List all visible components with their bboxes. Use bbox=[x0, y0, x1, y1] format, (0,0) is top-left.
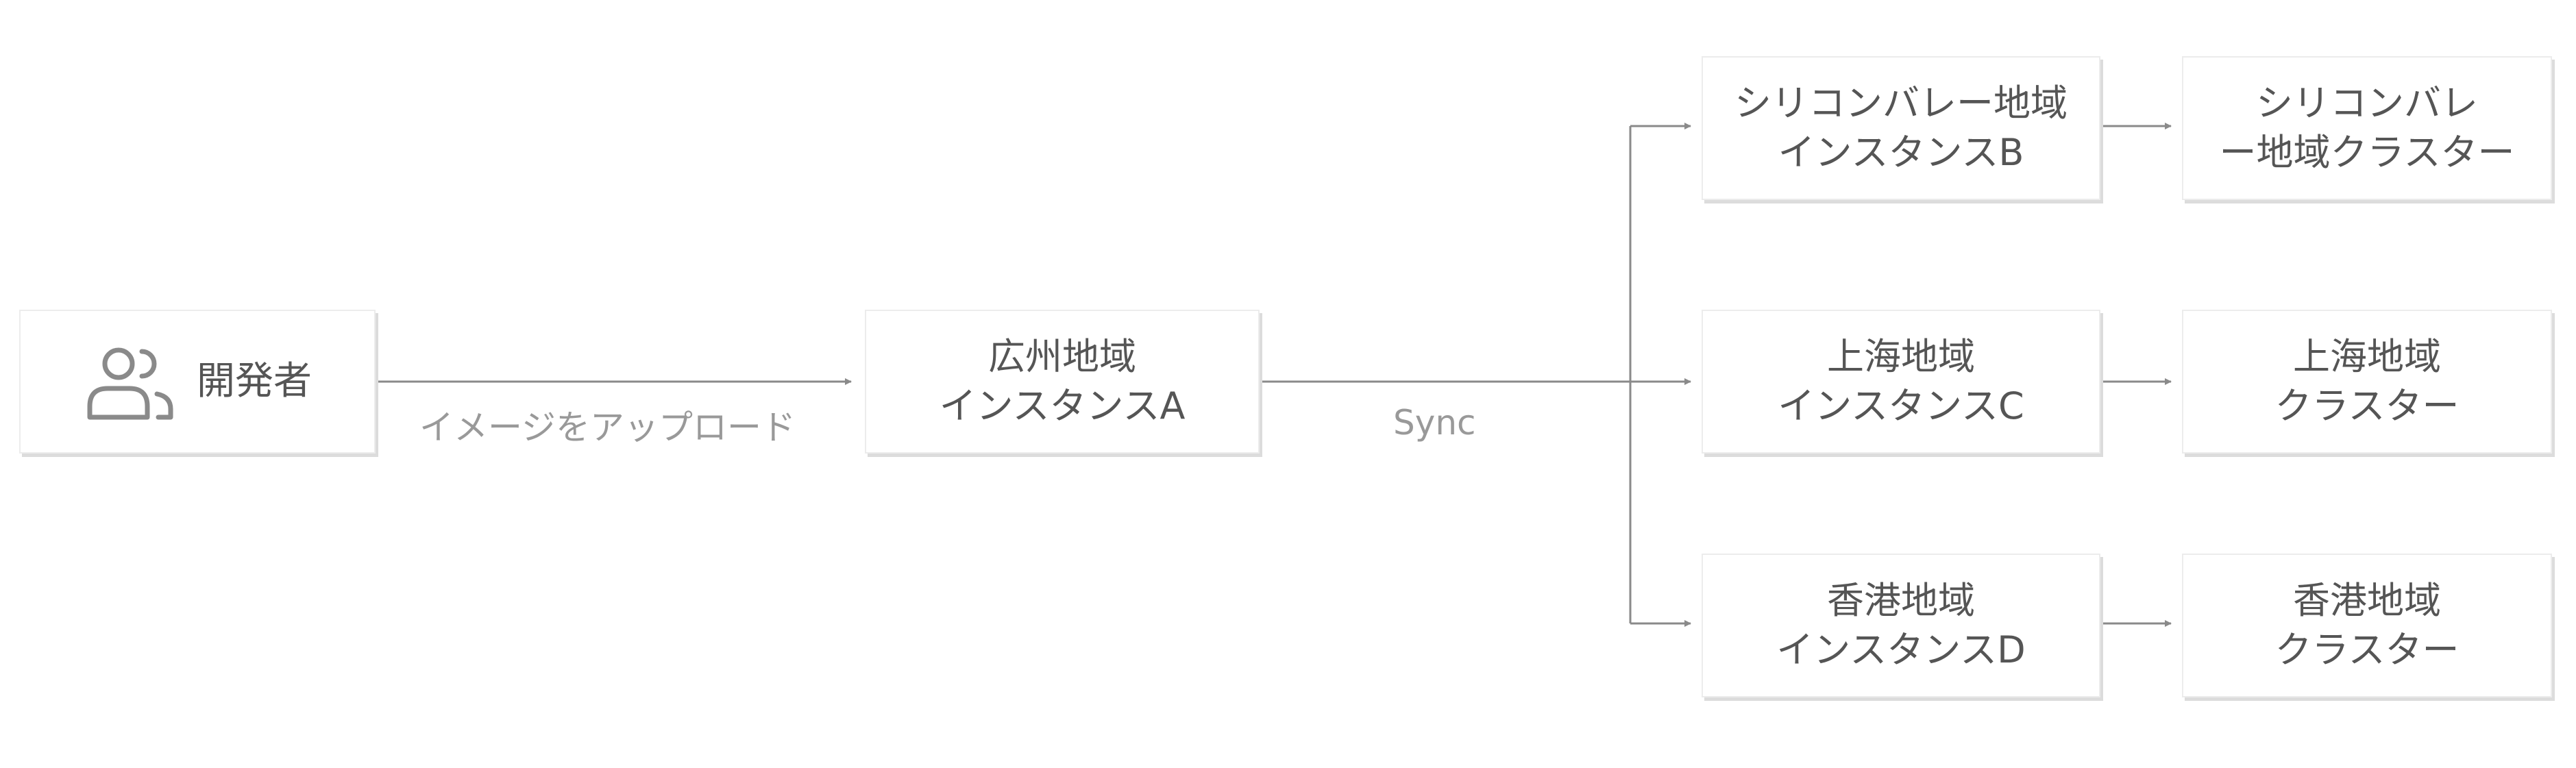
cluster-d-node: 香港地域 クラスター bbox=[2182, 554, 2552, 697]
instance-c-node: 上海地域 インスタンスC bbox=[1702, 310, 2100, 454]
sync-edge-label: Sync bbox=[1393, 403, 1476, 443]
instance-a-line-1: 広州地域 bbox=[988, 335, 1136, 378]
instance-c-line-1: 上海地域 bbox=[1827, 335, 1975, 378]
users-icon bbox=[87, 347, 173, 420]
cluster-c-line-1: 上海地域 bbox=[2293, 335, 2441, 378]
instance-b-line-2: インスタンスB bbox=[1778, 131, 2024, 174]
cluster-b-node: シリコンバレ ー地域クラスター bbox=[2182, 56, 2552, 200]
cluster-c-line-2: クラスター bbox=[2274, 384, 2460, 428]
instance-b-line-1: シリコンバレー地域 bbox=[1734, 82, 2068, 125]
cluster-d-line-1: 香港地域 bbox=[2293, 579, 2441, 622]
instance-a-line-2: インスタンスA bbox=[939, 384, 1186, 428]
cluster-b-line-1: シリコンバレ bbox=[2256, 82, 2478, 125]
upload-edge-label: イメージをアップロード bbox=[419, 408, 796, 447]
instance-d-line-1: 香港地域 bbox=[1827, 579, 1975, 622]
cluster-c-node: 上海地域 クラスター bbox=[2182, 310, 2552, 454]
instance-c-line-2: インスタンスC bbox=[1778, 384, 2024, 428]
cluster-b-line-2: ー地域クラスター bbox=[2219, 131, 2515, 174]
cluster-d-line-2: クラスター bbox=[2274, 628, 2460, 671]
instance-d-node: 香港地域 インスタンスD bbox=[1702, 554, 2100, 697]
instance-a-node: 広州地域 インスタンスA bbox=[865, 310, 1260, 454]
instance-b-node: シリコンバレー地域 インスタンスB bbox=[1702, 56, 2100, 200]
developer-label: 開発者 bbox=[197, 359, 312, 404]
instance-d-line-2: インスタンスD bbox=[1776, 628, 2026, 671]
developer-node: 開発者 bbox=[19, 310, 376, 454]
